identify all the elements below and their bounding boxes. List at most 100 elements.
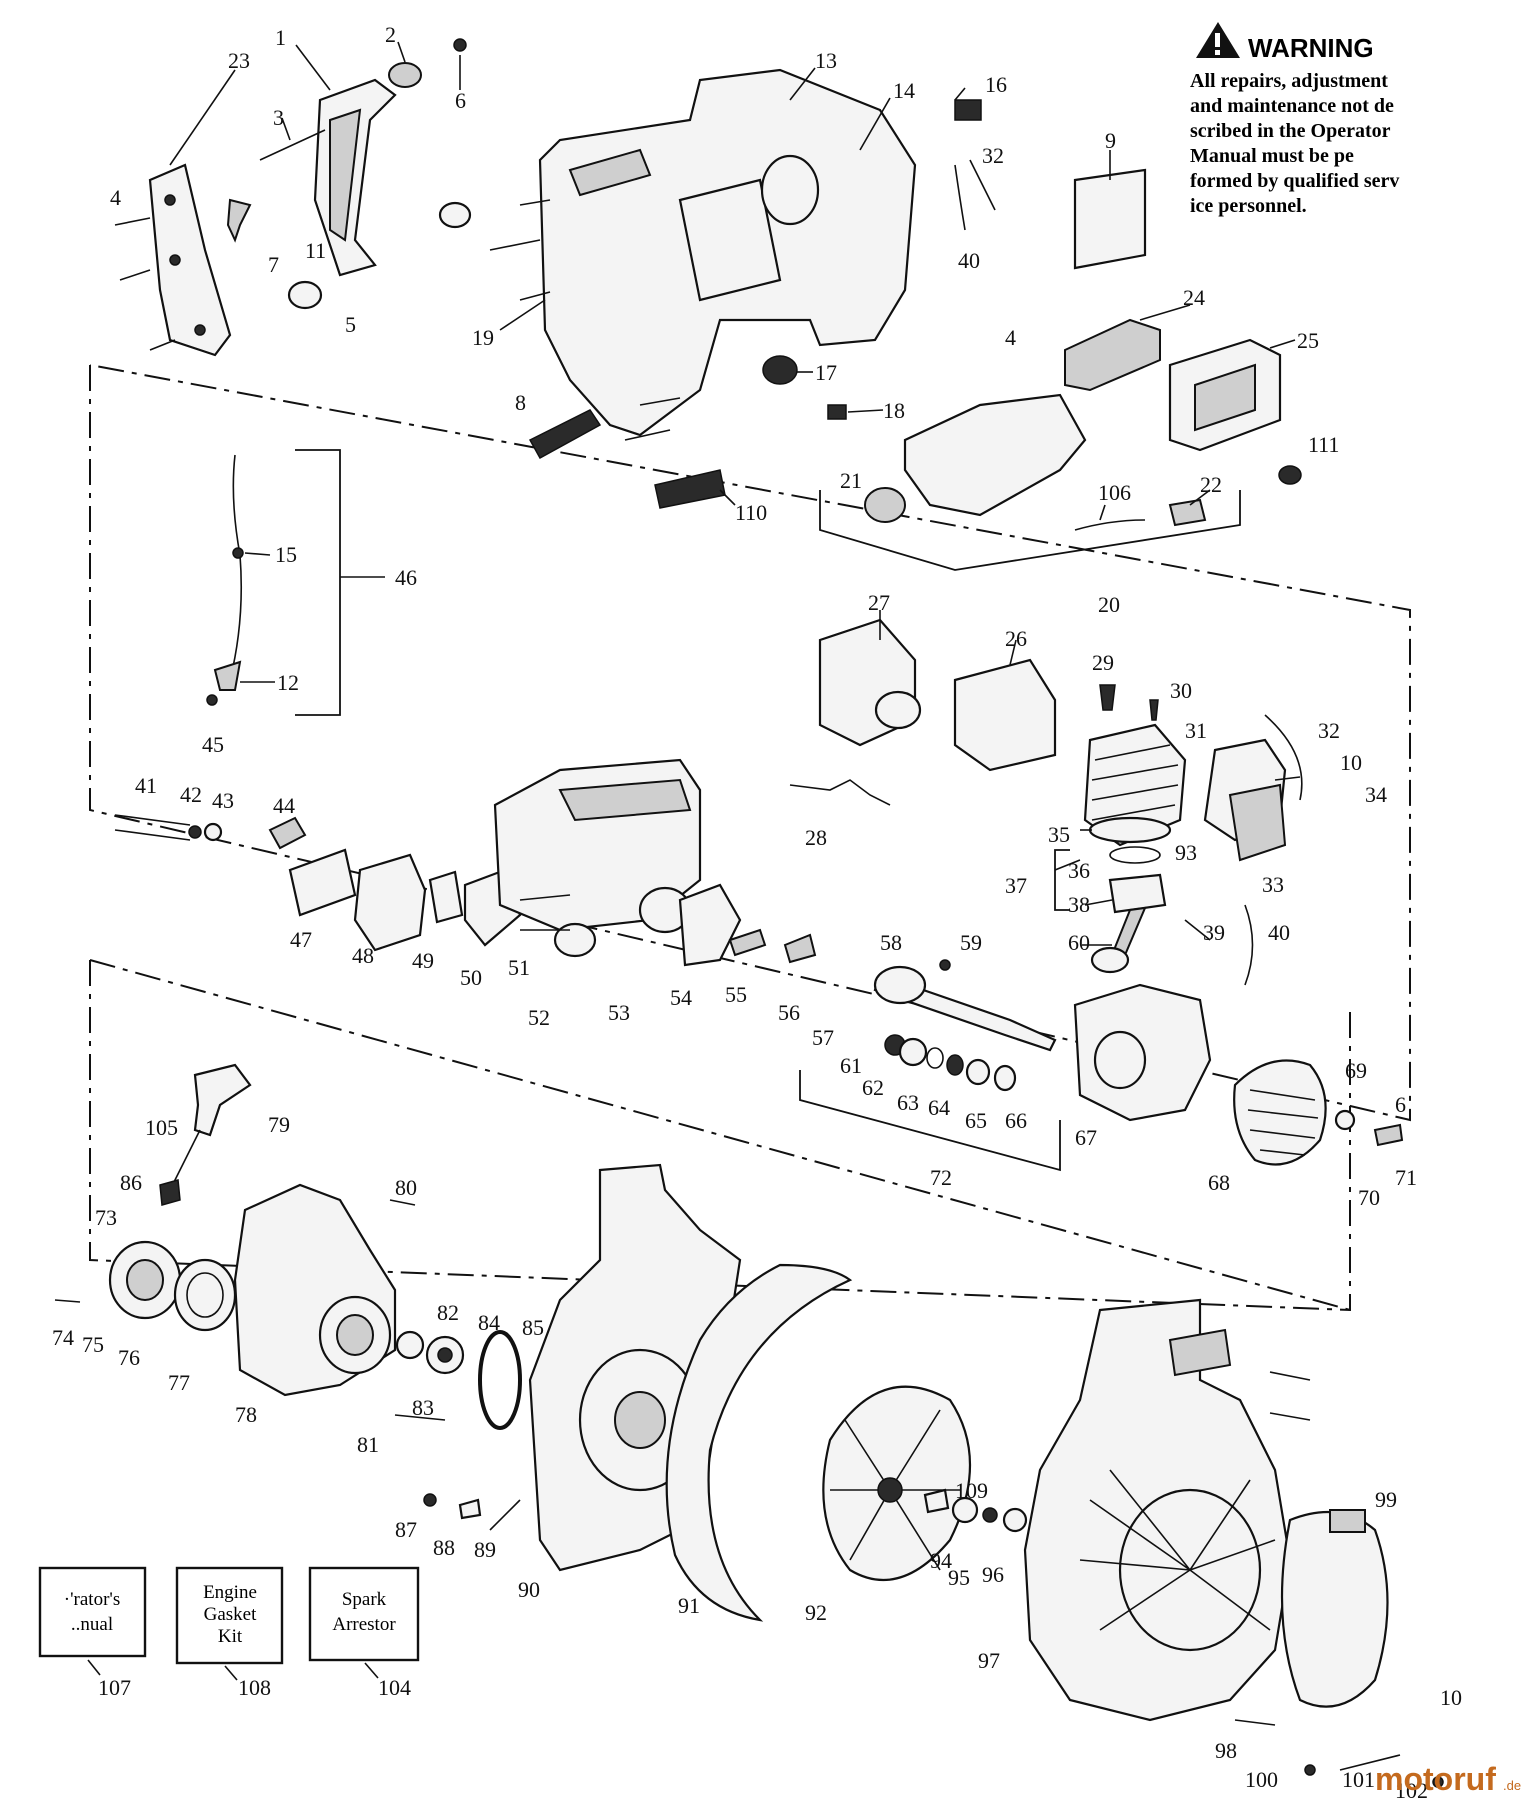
part-number: 83 — [412, 1395, 434, 1420]
part-number: 87 — [395, 1517, 417, 1542]
part-number: 78 — [235, 1402, 257, 1427]
part-number: 20 — [1098, 592, 1120, 617]
part-number: 43 — [212, 788, 234, 813]
warning-title: WARNING — [1248, 33, 1374, 63]
callout-leaders — [169, 41, 1301, 946]
part-number: 77 — [168, 1370, 190, 1395]
part-number: 45 — [202, 732, 224, 757]
part-number: 35 — [1048, 822, 1070, 847]
part-number: 99 — [1375, 1487, 1397, 1512]
part-number: 44 — [273, 793, 295, 818]
warning-line: ice personnel. — [1190, 195, 1307, 217]
part-number: 19 — [472, 325, 494, 350]
part-number: 26 — [1005, 626, 1027, 651]
part-number: 37 — [1005, 873, 1027, 898]
handle-assembly — [114, 38, 472, 357]
part-number: 4 — [1005, 325, 1016, 350]
part-number: 101 — [1342, 1767, 1375, 1792]
part-number: 32 — [982, 143, 1004, 168]
engine-assembly — [789, 618, 1303, 986]
part-number: 60 — [1068, 930, 1090, 955]
part-number: 86 — [120, 1170, 142, 1195]
part-number: 63 — [897, 1090, 919, 1115]
warning-notice: WARNING All repairs, adjustment and main… — [1190, 22, 1399, 217]
part-number: 27 — [868, 590, 890, 615]
kit-box-number: 108 — [238, 1675, 271, 1700]
part-number: 31 — [1185, 718, 1207, 743]
part-number: 95 — [948, 1565, 970, 1590]
part-number: 54 — [670, 985, 692, 1010]
watermark-suffix: .de — [1503, 1778, 1521, 1793]
part-number: 55 — [725, 982, 747, 1007]
watermark-logo: motoruf .de — [1375, 1761, 1521, 1797]
carburetor-assembly — [114, 758, 817, 967]
part-number: 106 — [1098, 480, 1131, 505]
part-number: 41 — [135, 773, 157, 798]
part-number: 92 — [805, 1600, 827, 1625]
part-number: 38 — [1068, 892, 1090, 917]
part-number: 1 — [275, 25, 286, 50]
part-number: 102 — [1395, 1778, 1428, 1800]
part-number: 76 — [118, 1345, 140, 1370]
kit-box-line: Spark — [342, 1589, 387, 1610]
starter-assembly — [54, 1063, 522, 1430]
part-number: 111 — [1308, 432, 1339, 457]
part-number: 17 — [815, 360, 837, 385]
part-number: 25 — [1297, 328, 1319, 353]
part-number: 82 — [437, 1300, 459, 1325]
part-number: 10 — [1440, 1685, 1462, 1710]
part-number: 6 — [455, 88, 466, 113]
part-number: 68 — [1208, 1170, 1230, 1195]
part-number: 57 — [812, 1025, 834, 1050]
part-number: 97 — [978, 1648, 1000, 1673]
part-number: 109 — [955, 1478, 988, 1503]
warning-line: formed by qualified serv — [1190, 170, 1399, 192]
part-number: 7 — [268, 252, 279, 277]
part-number: 47 — [290, 927, 312, 952]
part-number: 72 — [930, 1165, 952, 1190]
part-number: 93 — [1175, 840, 1197, 865]
kit-box-number: 107 — [98, 1675, 131, 1700]
warning-line: All repairs, adjustment — [1190, 70, 1388, 92]
warning-line: and maintenance not de — [1190, 95, 1394, 117]
part-number: 32 — [1318, 718, 1340, 743]
part-number: 100 — [1245, 1767, 1278, 1792]
crankshaft-assembly — [799, 959, 1404, 1172]
part-number: 46 — [395, 565, 417, 590]
part-number: 80 — [395, 1175, 417, 1200]
part-number: 105 — [145, 1115, 178, 1140]
part-number: 56 — [778, 1000, 800, 1025]
part-number: 9 — [1105, 128, 1116, 153]
part-number: 11 — [305, 238, 326, 263]
part-number: 71 — [1395, 1165, 1417, 1190]
part-number: 85 — [522, 1315, 544, 1340]
throttle-wire-assembly — [206, 449, 341, 716]
blower-housing-top — [489, 68, 917, 509]
kit-box-line: Engine — [203, 1582, 257, 1603]
part-number: 21 — [840, 468, 862, 493]
part-number: 88 — [433, 1535, 455, 1560]
part-number: 50 — [460, 965, 482, 990]
kit-box-line: ·'rator's — [64, 1589, 120, 1610]
part-number: 4 — [110, 185, 121, 210]
kit-box-number: 104 — [378, 1675, 411, 1700]
part-number: 30 — [1170, 678, 1192, 703]
blower-assembly — [423, 1163, 1444, 1788]
engine-gasket-kit-box: Engine Gasket Kit 108 — [175, 1566, 284, 1700]
watermark-brand: motoruf — [1375, 1761, 1496, 1797]
kit-box-line: Gasket — [204, 1604, 257, 1625]
kit-boxes: ·'rator's ..nual 107 Engine Gasket Kit 1… — [38, 1566, 420, 1700]
part-number: 79 — [268, 1112, 290, 1137]
part-number: 16 — [985, 72, 1007, 97]
part-number: 5 — [345, 312, 356, 337]
part-number: 51 — [508, 955, 530, 980]
part-number: 8 — [515, 390, 526, 415]
part-number: 53 — [608, 1000, 630, 1025]
part-number: 75 — [82, 1332, 104, 1357]
part-number: 73 — [95, 1205, 117, 1230]
part-number: 13 — [815, 48, 837, 73]
warning-line: scribed in the Operator — [1190, 120, 1391, 142]
part-number: 49 — [412, 948, 434, 973]
part-number: 89 — [474, 1537, 496, 1562]
part-number: 65 — [965, 1108, 987, 1133]
